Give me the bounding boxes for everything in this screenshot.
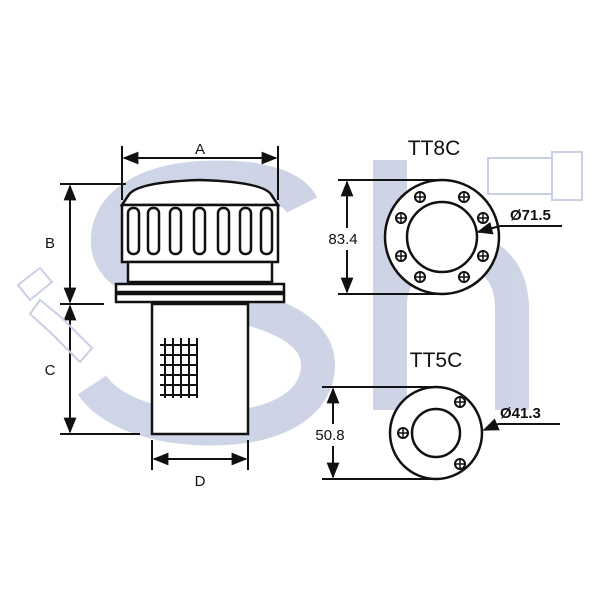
tt8c-bolt-crosses (395, 191, 489, 283)
dimension-d-label: D (195, 473, 206, 490)
dimension-d (151, 440, 249, 470)
dimension-b-label: B (45, 235, 55, 252)
tt5c-height-label-bg (306, 424, 354, 446)
tt8c-diameter-leader (476, 222, 562, 235)
strainer-body (150, 302, 250, 436)
tt8c-title: TT8C (408, 137, 461, 160)
dimension-c-label: C (45, 362, 56, 379)
tt5c-title: TT5C (410, 349, 463, 372)
dimension-b (60, 183, 126, 305)
cap-grip-slots (126, 206, 274, 256)
tt5c-bolt-crosses (397, 396, 466, 470)
tt5c-height-label: 50.8 (315, 427, 344, 444)
fitting-watermark-left (16, 266, 94, 364)
tt5c-diameter-leader (482, 418, 560, 431)
tt5c-flange (388, 385, 484, 481)
dimension-a-label: A (195, 141, 205, 158)
fitting-watermark-right (487, 151, 583, 201)
tt8c-diameter-label: Ø71.5 (510, 207, 551, 224)
tt8c-flange (383, 178, 501, 296)
strainer-mesh (160, 338, 198, 398)
dimension-a (121, 146, 279, 200)
tt8c-height-label-bg (320, 228, 366, 250)
side-view-cap (119, 178, 281, 284)
tt8c-height-label: 83.4 (328, 231, 357, 248)
tt5c-diameter-label: Ø41.3 (500, 405, 541, 422)
mounting-flange (114, 282, 286, 304)
